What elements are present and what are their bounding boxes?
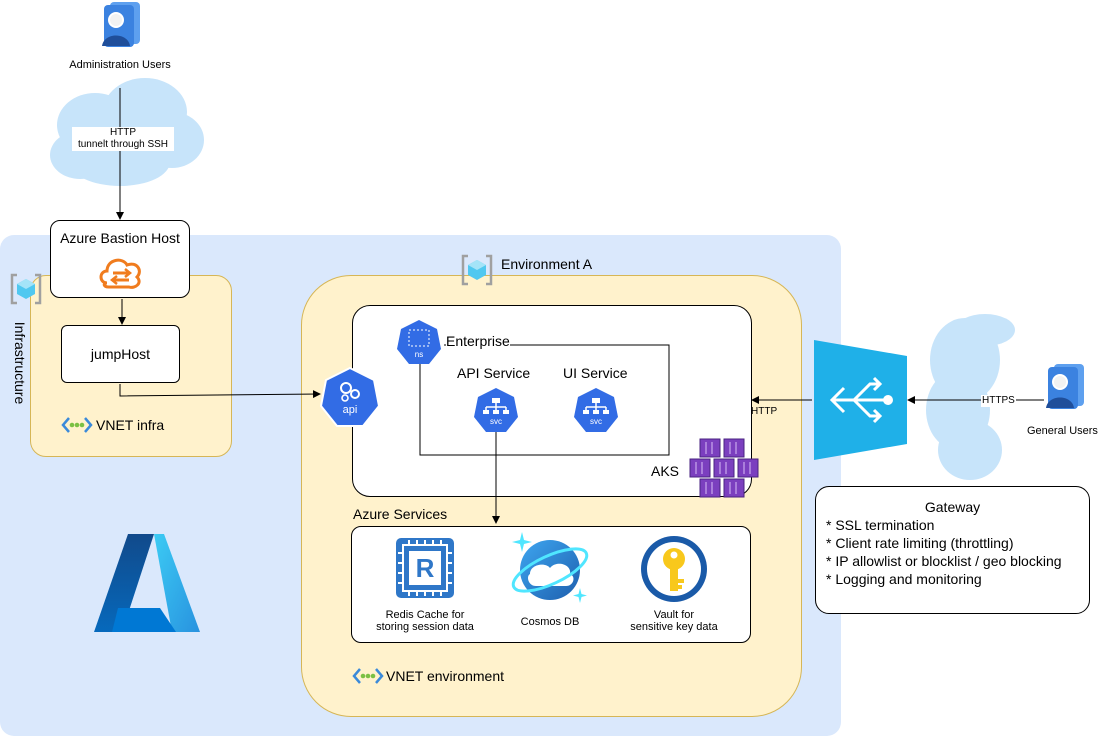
jumphost-label: jumpHost bbox=[90, 346, 151, 362]
namespace-node[interactable]: ns bbox=[396, 318, 442, 366]
edge-label-http: HTTP bbox=[109, 127, 137, 138]
gateway-title: Gateway bbox=[924, 499, 981, 515]
vnet-infra-label: VNET infra bbox=[96, 417, 165, 433]
gateway-feature-item: * SSL termination bbox=[826, 517, 935, 533]
azure-logo-icon bbox=[94, 534, 200, 632]
key-vault-label: Vault for sensitive key data bbox=[614, 609, 734, 633]
gateway-feature-item: * Client rate limiting (throttling) bbox=[826, 535, 1014, 551]
ui-service-node[interactable]: svc bbox=[573, 386, 619, 434]
redis-icon bbox=[396, 538, 454, 598]
gateway-feature-item: * IP allowlist or blocklist / geo blocki… bbox=[826, 553, 1062, 569]
ui-service-icon bbox=[574, 388, 618, 432]
azure-services-label: Azure Services bbox=[353, 506, 448, 522]
gateway-node[interactable] bbox=[814, 340, 907, 460]
namespace-icon bbox=[397, 320, 441, 364]
bastion-host-node[interactable]: Azure Bastion Host bbox=[50, 220, 190, 298]
jumphost-node[interactable]: jumpHost bbox=[61, 325, 180, 383]
redis-label: Redis Cache for storing session data bbox=[360, 609, 490, 633]
edge-label-https: HTTPS bbox=[981, 395, 1016, 407]
application-gateway-icon bbox=[814, 340, 907, 460]
enterprise-namespace-outline bbox=[419, 344, 670, 456]
enterprise-label: Enterprise bbox=[446, 333, 510, 349]
general-users-label: General Users bbox=[1027, 425, 1098, 437]
edge-label-http-tunnel: HTTP tunnelt through SSH bbox=[72, 127, 174, 151]
infrastructure-label: Infrastructure bbox=[12, 321, 28, 405]
environment-label: Environment A bbox=[501, 256, 593, 272]
api-server-icon bbox=[319, 366, 381, 427]
vnet-environment-icon bbox=[352, 668, 384, 684]
api-server-node[interactable]: api bbox=[319, 366, 381, 428]
key-vault-icon bbox=[641, 536, 707, 602]
edge-jumphost-to-api bbox=[119, 384, 321, 399]
key-vault-label-line2: sensitive key data bbox=[630, 621, 718, 633]
gateway-description-box: Gateway * SSL termination * Client rate … bbox=[815, 486, 1090, 614]
redis-label-line1: Redis Cache for bbox=[385, 609, 465, 621]
aks-icon bbox=[689, 438, 759, 498]
cosmos-db-label: Cosmos DB bbox=[520, 616, 580, 628]
cosmos-db-node[interactable] bbox=[508, 530, 592, 610]
edge-label-http: HTTP bbox=[751, 406, 778, 417]
redis-letter: R bbox=[415, 552, 435, 583]
api-service-icon bbox=[474, 388, 518, 432]
redis-node[interactable]: R bbox=[395, 537, 455, 599]
aks-label: AKS bbox=[651, 463, 680, 479]
environment-resource-group-icon bbox=[461, 254, 493, 286]
ui-service-badge-text: svc bbox=[590, 417, 602, 426]
infrastructure-resource-group-icon bbox=[10, 273, 42, 305]
api-service-badge-text: svc bbox=[490, 417, 502, 426]
api-badge-text: api bbox=[342, 404, 358, 416]
admin-users-label: Administration Users bbox=[69, 59, 171, 71]
bastion-icon bbox=[99, 258, 141, 289]
gateway-feature-item: * Logging and monitoring bbox=[826, 571, 982, 587]
admin-users-icon bbox=[102, 2, 140, 47]
ui-service-label: UI Service bbox=[563, 365, 628, 381]
redis-label-line2: storing session data bbox=[376, 621, 474, 633]
api-service-label: API Service bbox=[457, 365, 531, 381]
general-users-icon bbox=[1046, 364, 1084, 409]
vnet-infra-icon bbox=[61, 417, 93, 433]
cosmos-db-icon bbox=[511, 532, 589, 603]
key-vault-node[interactable] bbox=[640, 535, 708, 603]
namespace-badge-text: ns bbox=[414, 350, 424, 359]
key-vault-label-line1: Vault for bbox=[653, 609, 695, 621]
vnet-environment-label: VNET environment bbox=[386, 668, 505, 684]
general-cloud-icon bbox=[926, 314, 1015, 480]
edge-label-tunnel: tunnelt through SSH bbox=[77, 139, 169, 150]
bastion-host-label: Azure Bastion Host bbox=[60, 230, 180, 246]
api-service-node[interactable]: svc bbox=[473, 386, 519, 434]
